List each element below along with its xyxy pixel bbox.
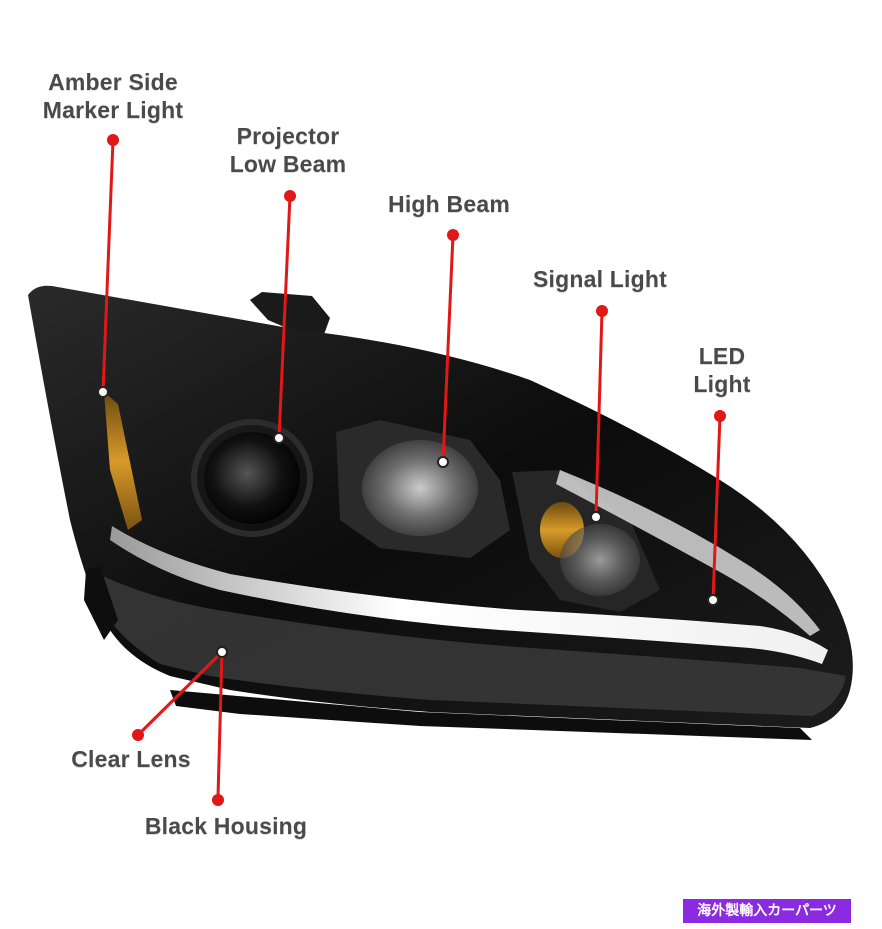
signal-chrome xyxy=(560,524,640,596)
bottom-bracket xyxy=(170,690,812,740)
callout-dot-projector-low-beam xyxy=(284,190,296,202)
label-high-beam: High Beam xyxy=(388,191,510,217)
headlight-assembly xyxy=(28,285,853,740)
led-light-upper xyxy=(556,470,820,636)
label-projector-low-beam: Projector Low Beam xyxy=(229,123,347,177)
target-dot-amber-side-marker xyxy=(97,386,109,398)
callout-line-high-beam xyxy=(441,234,455,463)
callout-line-led-light xyxy=(711,415,722,601)
label-led-light: LED Light xyxy=(693,343,751,397)
amber-side-marker xyxy=(104,392,142,530)
callout-dot-led-light xyxy=(714,410,726,422)
mounting-tab xyxy=(250,292,330,340)
callout-line-black-housing xyxy=(216,651,224,798)
callout-dot-clear-lens xyxy=(132,729,144,741)
target-dot-high-beam xyxy=(437,456,449,468)
callout-anchor-dots xyxy=(107,134,726,806)
target-dot-signal-light xyxy=(590,511,602,523)
target-dot-led-light xyxy=(707,594,719,606)
led-light-strip xyxy=(110,526,828,664)
side-bracket xyxy=(84,566,118,640)
label-clear-lens: Clear Lens xyxy=(71,746,191,772)
label-black-housing: Black Housing xyxy=(144,813,308,839)
callout-line-signal-light xyxy=(594,310,604,518)
callout-dot-black-housing xyxy=(212,794,224,806)
target-dot-clear-lens xyxy=(216,646,228,658)
callout-dot-signal-light xyxy=(596,305,608,317)
lower-lip xyxy=(90,570,846,716)
callout-line-clear-lens xyxy=(136,650,224,737)
target-dot-projector-low-beam xyxy=(273,432,285,444)
callout-line-amber-side-marker xyxy=(101,139,115,393)
callout-target-dots xyxy=(97,386,719,658)
callout-dot-high-beam xyxy=(447,229,459,241)
high-beam-bulb-housing xyxy=(362,440,478,536)
callout-dot-amber-side-marker xyxy=(107,134,119,146)
callout-line-projector-low-beam xyxy=(277,195,292,439)
seller-badge: 海外製輸入カーパーツ xyxy=(683,899,851,923)
projector-shroud xyxy=(191,419,313,537)
callout-lines xyxy=(101,139,722,798)
label-signal-light: Signal Light xyxy=(533,266,667,292)
label-amber-side-marker: Amber Side Marker Light xyxy=(42,69,184,123)
projector-lens xyxy=(204,432,300,524)
